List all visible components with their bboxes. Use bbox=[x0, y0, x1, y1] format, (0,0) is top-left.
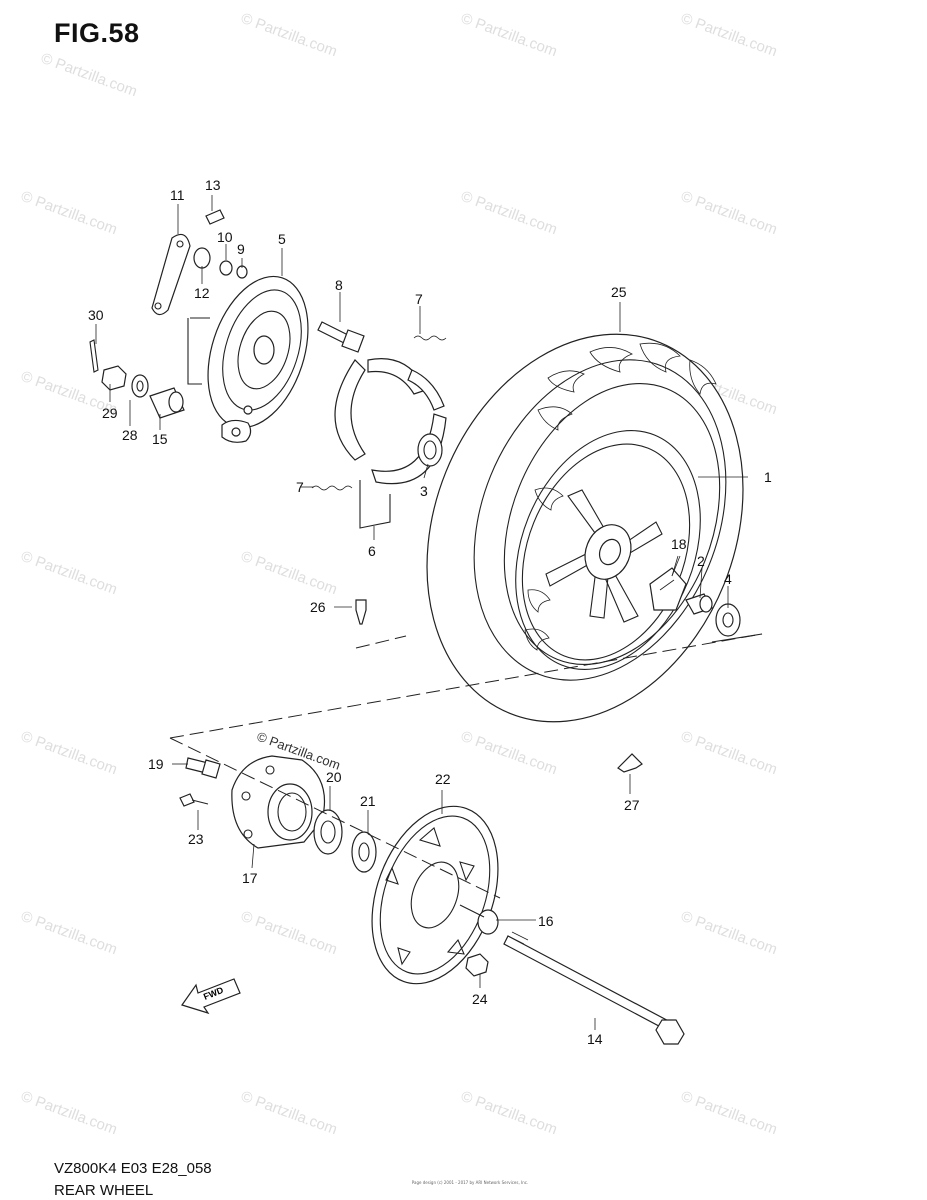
callout-7-upper: 7 bbox=[415, 291, 423, 307]
callout-3: 3 bbox=[420, 483, 428, 499]
rear-tire bbox=[426, 333, 744, 723]
callout-17: 17 bbox=[242, 870, 258, 886]
washer-10 bbox=[219, 260, 233, 276]
bearing-20 bbox=[313, 809, 343, 855]
callouts: 1 2 3 4 5 6 7 7 8 9 10 11 12 13 14 15 16… bbox=[88, 177, 772, 1047]
arm-bolt bbox=[205, 209, 225, 225]
washer-28 bbox=[131, 374, 149, 398]
callout-12: 12 bbox=[194, 285, 210, 301]
callout-7-lower: 7 bbox=[296, 479, 304, 495]
wheel-rim bbox=[515, 430, 701, 670]
callout-30: 30 bbox=[88, 307, 104, 323]
callout-24: 24 bbox=[472, 991, 488, 1007]
watermark: © Partzilla.com bbox=[459, 1088, 560, 1139]
rear-axle bbox=[503, 931, 685, 1045]
callout-20: 20 bbox=[326, 769, 342, 785]
watermark: © Partzilla.com bbox=[459, 728, 560, 779]
brake-cam bbox=[417, 433, 443, 467]
callout-21: 21 bbox=[360, 793, 376, 809]
callout-22: 22 bbox=[435, 771, 451, 787]
callout-9: 9 bbox=[237, 241, 245, 257]
callout-18: 18 bbox=[671, 536, 687, 552]
spacer-16 bbox=[477, 909, 499, 935]
figure-title: FIG.58 bbox=[54, 18, 140, 48]
clip-27 bbox=[617, 753, 643, 773]
bolt-19 bbox=[185, 757, 221, 779]
watermark: © Partzilla.com bbox=[19, 908, 120, 959]
figure-caption: REAR WHEEL bbox=[54, 1182, 154, 1199]
spacer-15 bbox=[149, 387, 185, 419]
watermark: © Partzilla.com bbox=[679, 188, 780, 239]
forward-arrow: FWD bbox=[181, 978, 241, 1015]
watermark: © Partzilla.com bbox=[459, 10, 560, 61]
rear-sprocket bbox=[371, 805, 499, 985]
watermark: © Partzilla.com bbox=[239, 908, 340, 959]
watermark: © Partzilla.com bbox=[19, 1088, 120, 1139]
watermark: © Partzilla.com bbox=[239, 10, 340, 61]
leader-lines bbox=[95, 195, 748, 1030]
cotter-pin bbox=[89, 339, 99, 373]
watermark: © Partzilla.com bbox=[239, 1088, 340, 1139]
arm-spring-washer bbox=[193, 247, 211, 269]
callout-16: 16 bbox=[538, 913, 554, 929]
watermark: © Partzilla.com bbox=[679, 908, 780, 959]
axle-nut-29 bbox=[101, 365, 127, 391]
callout-23: 23 bbox=[188, 831, 204, 847]
callout-14: 14 bbox=[587, 1031, 603, 1047]
callout-19: 19 bbox=[148, 756, 164, 772]
copyright-fine-print: Page design (c) 2001 - 2017 by ARI Netwo… bbox=[411, 1180, 529, 1185]
callout-29: 29 bbox=[102, 405, 118, 421]
assembly-lines bbox=[169, 317, 763, 918]
watermark: © Partzilla.com bbox=[19, 728, 120, 779]
callout-5: 5 bbox=[278, 231, 286, 247]
callout-28: 28 bbox=[122, 427, 138, 443]
sprocket-drum bbox=[231, 755, 326, 849]
watermark: © Partzilla.com bbox=[19, 188, 120, 239]
wheel-damper bbox=[649, 567, 687, 611]
brake-arm bbox=[151, 233, 191, 316]
figure-code: VZ800K4 E03 E28_058 bbox=[54, 1160, 212, 1177]
callout-4: 4 bbox=[724, 571, 732, 587]
shoe-spring-lower bbox=[311, 485, 353, 491]
shoe-spring-upper bbox=[413, 335, 447, 341]
brake-panel bbox=[207, 275, 309, 443]
bearing-4 bbox=[715, 603, 741, 637]
watermark: © Partzilla.com bbox=[459, 188, 560, 239]
callout-10: 10 bbox=[217, 229, 233, 245]
callout-26: 26 bbox=[310, 599, 326, 615]
callout-8: 8 bbox=[335, 277, 343, 293]
tire-valve bbox=[355, 599, 367, 625]
callout-6: 6 bbox=[368, 543, 376, 559]
callout-27: 27 bbox=[624, 797, 640, 813]
bolt-23 bbox=[179, 793, 209, 807]
callout-11: 11 bbox=[170, 187, 185, 203]
oil-seal-21 bbox=[351, 831, 377, 873]
watermark: © Partzilla.com bbox=[679, 1088, 780, 1139]
watermark: © Partzilla.com bbox=[39, 50, 140, 101]
brake-camshaft bbox=[317, 321, 365, 353]
callout-15: 15 bbox=[152, 431, 168, 447]
watermark: © Partzilla.com bbox=[239, 548, 340, 599]
watermark: © Partzilla.com bbox=[679, 728, 780, 779]
watermark: © Partzilla.com bbox=[679, 10, 780, 61]
watermark: © Partzilla.com bbox=[19, 548, 120, 599]
spacer-2 bbox=[685, 593, 713, 615]
callout-2: 2 bbox=[697, 553, 705, 569]
callout-13: 13 bbox=[205, 177, 221, 193]
callout-1: 1 bbox=[764, 469, 772, 485]
callout-25: 25 bbox=[611, 284, 627, 300]
nut-24 bbox=[465, 953, 489, 977]
